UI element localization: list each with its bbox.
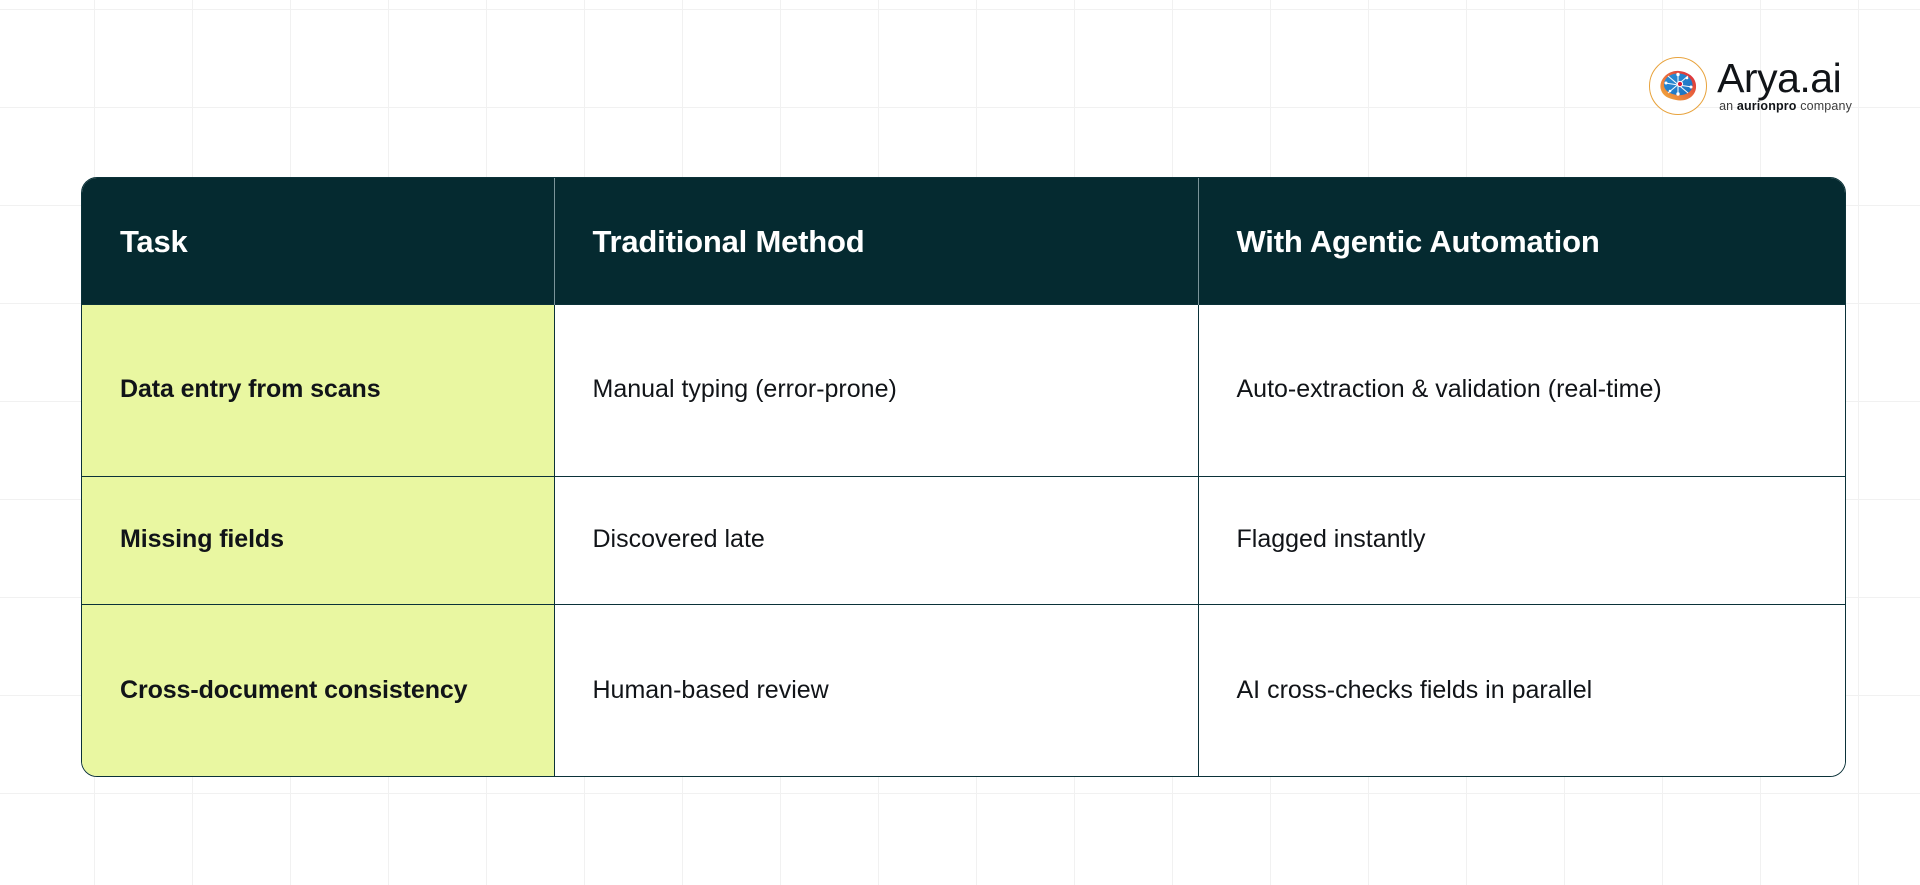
brand-name: Arya.ai [1717,55,1842,101]
column-header-task: Task [82,178,555,304]
table-body: Data entry from scans Manual typing (err… [82,303,1845,776]
comparison-table: Task Traditional Method With Agentic Aut… [82,178,1845,776]
table-row: Cross-document consistency Human-based r… [82,603,1845,776]
cell-task-1: Data entry from scans [82,303,555,476]
tagline-prefix: an [1719,99,1737,113]
cell-agentic-1: Auto-extraction & validation (real-time) [1198,303,1845,476]
comparison-table-container: Task Traditional Method With Agentic Aut… [81,177,1846,777]
tagline-suffix: company [1796,99,1852,113]
cell-task-2: Missing fields [82,475,555,604]
brand-logo: Arya.ai an aurionpro company [1649,56,1852,116]
cell-traditional-2: Discovered late [554,475,1199,604]
tagline-bold: aurionpro [1736,99,1797,113]
column-header-with-agentic-automation: With Agentic Automation [1198,178,1845,304]
table-header-row: Task Traditional Method With Agentic Aut… [82,178,1845,304]
table-row: Data entry from scans Manual typing (err… [82,303,1845,476]
cell-agentic-3: AI cross-checks fields in parallel [1198,603,1845,776]
cell-task-3: Cross-document consistency [82,603,555,776]
cell-agentic-2: Flagged instantly [1198,475,1845,604]
brand-text: Arya.ai an aurionpro company [1717,56,1852,116]
cell-traditional-1: Manual typing (error-prone) [554,303,1199,476]
brand-tagline: an aurionpro company [1717,99,1852,114]
table-header: Task Traditional Method With Agentic Aut… [82,178,1845,304]
cell-traditional-3: Human-based review [554,603,1199,776]
brain-network-icon [1649,57,1708,115]
column-header-traditional-method: Traditional Method [554,178,1199,304]
table-row: Missing fields Discovered late Flagged i… [82,475,1845,604]
